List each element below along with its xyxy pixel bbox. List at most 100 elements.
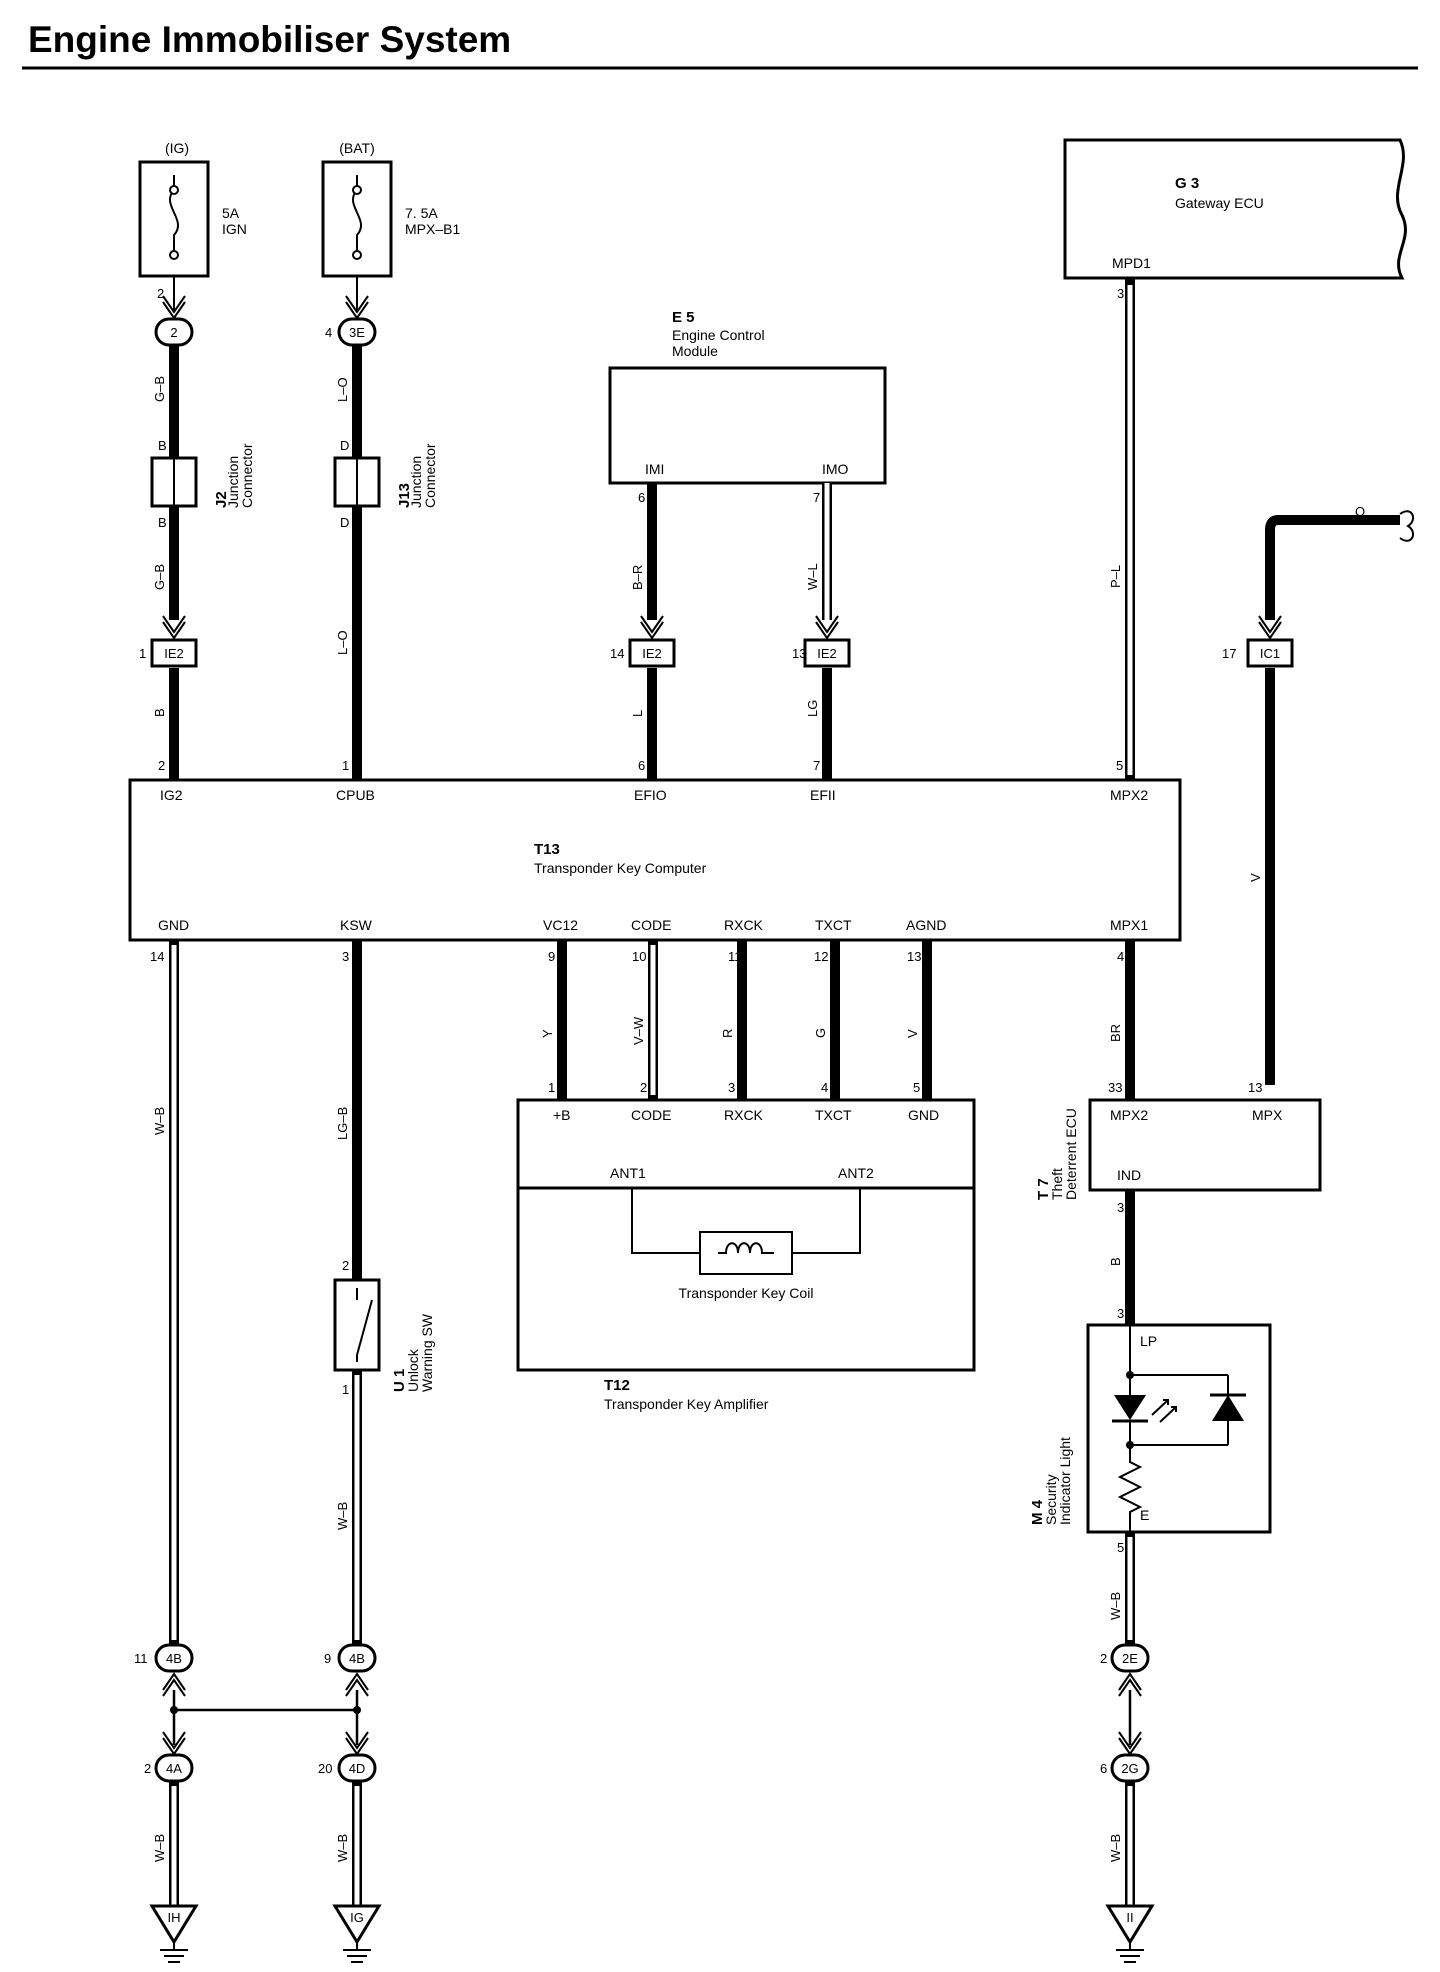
page-title: Engine Immobiliser System — [28, 19, 511, 60]
pin-label: IMO — [822, 461, 849, 477]
connector-ie2-a: IE2 — [150, 638, 198, 668]
svg-text:B: B — [1108, 1257, 1123, 1266]
svg-text:B: B — [152, 708, 167, 717]
junction-connector-j13: J13 Junction Connector — [333, 443, 438, 508]
svg-text:1: 1 — [342, 1382, 349, 1397]
svg-text:Y: Y — [540, 1029, 555, 1038]
svg-text:13: 13 — [907, 949, 921, 964]
pin-label: CODE — [631, 1107, 671, 1123]
pin-label: GND — [158, 917, 189, 933]
component-name: Engine Control — [672, 327, 765, 343]
svg-text:IG: IG — [350, 1910, 364, 1925]
fuse-rating: 5A — [222, 205, 240, 221]
pin-label: CPUB — [336, 787, 375, 803]
pin-label: RXCK — [724, 917, 764, 933]
connector-2: 2 — [154, 317, 194, 347]
pin-label: IMI — [645, 461, 664, 477]
svg-text:G–B: G–B — [152, 564, 167, 590]
svg-text:IE2: IE2 — [164, 646, 184, 661]
fuse-name: MPX–B1 — [405, 221, 460, 237]
engine-control-module-e5: E 5 Engine Control Module IMI IMO — [608, 309, 887, 485]
svg-text:13: 13 — [1248, 1080, 1262, 1095]
fuse-source-label: (IG) — [165, 140, 189, 156]
component-ref: G 3 — [1175, 175, 1199, 192]
svg-text:3: 3 — [1117, 286, 1124, 301]
svg-text:4: 4 — [1117, 949, 1124, 964]
svg-text:2: 2 — [158, 758, 165, 773]
security-indicator-light-m4: LP E M 4 Security Indicator Light — [1029, 1323, 1272, 1534]
pin-label: RXCK — [724, 1107, 764, 1123]
pin-label: IND — [1117, 1167, 1141, 1183]
svg-text:5: 5 — [1117, 1540, 1124, 1555]
wires-middle — [169, 940, 1135, 1645]
svg-text:II: II — [1126, 1910, 1133, 1925]
connector-ie2-b: IE2 — [628, 638, 676, 668]
svg-text:11: 11 — [134, 1651, 148, 1666]
pin-numbers-middle: 14 3 9 10 11 12 13 4 1 2 3 4 5 33 13 3 3… — [150, 949, 1262, 1555]
pin-label: MPX2 — [1110, 1107, 1148, 1123]
svg-text:Junction: Junction — [408, 456, 424, 508]
component-ref: U 1 — [391, 1369, 408, 1392]
svg-text:4B: 4B — [166, 1651, 182, 1666]
svg-text:W–B: W–B — [335, 1834, 350, 1862]
svg-text:1: 1 — [342, 758, 349, 773]
svg-text:14: 14 — [610, 646, 624, 661]
svg-text:G: G — [813, 1028, 828, 1038]
svg-text:V: V — [905, 1029, 920, 1038]
svg-text:W–B: W–B — [335, 1502, 350, 1530]
coil-label: Transponder Key Coil — [679, 1285, 814, 1301]
svg-text:2: 2 — [157, 286, 164, 301]
connector-ie2-c: IE2 — [803, 638, 851, 668]
svg-text:2: 2 — [640, 1080, 647, 1095]
svg-text:3: 3 — [1117, 1200, 1124, 1215]
svg-text:14: 14 — [150, 949, 164, 964]
svg-text:Connector: Connector — [422, 443, 438, 508]
svg-text:D: D — [340, 515, 349, 530]
pin-label: EFIO — [634, 787, 667, 803]
ground-ig: IG — [332, 1904, 382, 1963]
svg-text:B: B — [158, 438, 167, 453]
svg-text:W–B: W–B — [1108, 1834, 1123, 1862]
svg-text:W–B: W–B — [1108, 1592, 1123, 1620]
component-name: Module — [672, 343, 718, 359]
svg-text:Junction: Junction — [225, 456, 241, 508]
svg-text:L–O: L–O — [335, 377, 350, 402]
svg-text:V–W: V–W — [631, 1016, 646, 1045]
svg-text:6: 6 — [638, 758, 645, 773]
svg-text:1: 1 — [548, 1080, 555, 1095]
connector-ic1: IC1 — [1246, 638, 1294, 668]
diode-icon — [1212, 1395, 1244, 1421]
component-name: Deterrent ECU — [1063, 1108, 1079, 1200]
junction-connector-j2: J2 Junction Connector — [150, 443, 255, 508]
svg-text:4A: 4A — [166, 1761, 182, 1776]
wire-color-labels-upper: G–B L–O B B D D G–B L–O B–R W–L P–L O B … — [152, 376, 1365, 882]
pin-label: +B — [553, 1107, 571, 1123]
svg-text:P–L: P–L — [1108, 565, 1123, 588]
svg-text:4D: 4D — [349, 1761, 366, 1776]
component-name: Transponder Key Amplifier — [604, 1396, 769, 1412]
svg-text:3: 3 — [728, 1080, 735, 1095]
svg-text:BR: BR — [1108, 1024, 1123, 1042]
resistor-icon — [1117, 1445, 1143, 1532]
svg-text:L: L — [630, 710, 645, 717]
svg-text:V: V — [1248, 873, 1263, 882]
svg-text:10: 10 — [632, 949, 646, 964]
component-name: Gateway ECU — [1175, 195, 1264, 211]
svg-text:4: 4 — [325, 325, 332, 340]
svg-text:2: 2 — [1100, 1651, 1107, 1666]
ground-ih: IH — [149, 1904, 199, 1963]
component-ref: M 4 — [1029, 1499, 1046, 1525]
component-name: Indicator Light — [1057, 1437, 1073, 1525]
switch-icon — [356, 1299, 373, 1356]
svg-text:W–B: W–B — [152, 1107, 167, 1135]
pin-label: MPX — [1252, 1107, 1283, 1123]
component-name: Unlock — [405, 1348, 421, 1392]
svg-text:L–O: L–O — [335, 630, 350, 655]
pin-label: LP — [1140, 1333, 1157, 1349]
fuse-name: IGN — [222, 221, 247, 237]
svg-text:3: 3 — [342, 949, 349, 964]
svg-text:33: 33 — [1108, 1080, 1122, 1095]
coil-icon — [699, 1231, 793, 1275]
svg-text:IH: IH — [168, 1910, 181, 1925]
pin-label: TXCT — [815, 917, 852, 933]
